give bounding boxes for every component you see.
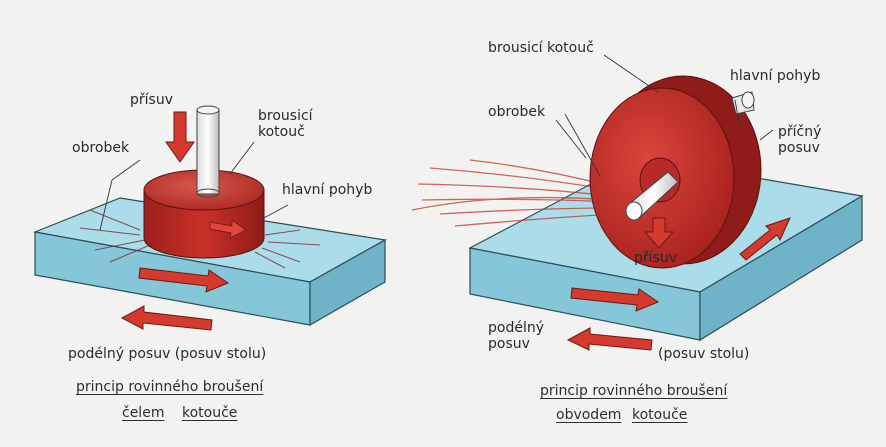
label-left-prisuv: přísuv xyxy=(130,92,173,108)
caption-right-line2-b: kotouče xyxy=(632,406,687,424)
label-right-prisuv: přísuv xyxy=(634,250,677,266)
right-grinding-wheel xyxy=(590,76,761,268)
left-table-arrow-left xyxy=(122,306,212,330)
label-left-brousici-kotouc: brousicí kotouč xyxy=(258,108,313,140)
label-right-posuv-stolu: (posuv stolu) xyxy=(658,346,749,362)
label-left-obrobek: obrobek xyxy=(72,140,129,156)
left-feed-arrow xyxy=(166,112,194,162)
left-grinding-wheel xyxy=(144,106,264,258)
label-left-podelny-posuv: podélný posuv (posuv stolu) xyxy=(68,346,266,362)
caption-left-line2-b: kotouče xyxy=(182,404,237,422)
caption-left-line2-a: čelem xyxy=(122,404,164,422)
caption-left-line1: princip rovinného broušení xyxy=(76,378,263,396)
caption-right-line1: princip rovinného broušení xyxy=(540,382,727,400)
label-right-hlavni-pohyb: hlavní pohyb xyxy=(730,68,820,84)
right-table-arrow-left xyxy=(568,328,652,350)
caption-right-line2-a: obvodem xyxy=(556,406,621,424)
label-right-obrobek: obrobek xyxy=(488,104,545,120)
label-right-podelny-posuv: podélný posuv xyxy=(488,320,544,352)
label-right-pricny-posuv: příčný posuv xyxy=(778,124,821,156)
label-right-brousici-kotouc: brousicí kotouč xyxy=(488,40,594,56)
right-sparks xyxy=(412,160,616,226)
label-left-hlavni-pohyb: hlavní pohyb xyxy=(282,182,372,198)
